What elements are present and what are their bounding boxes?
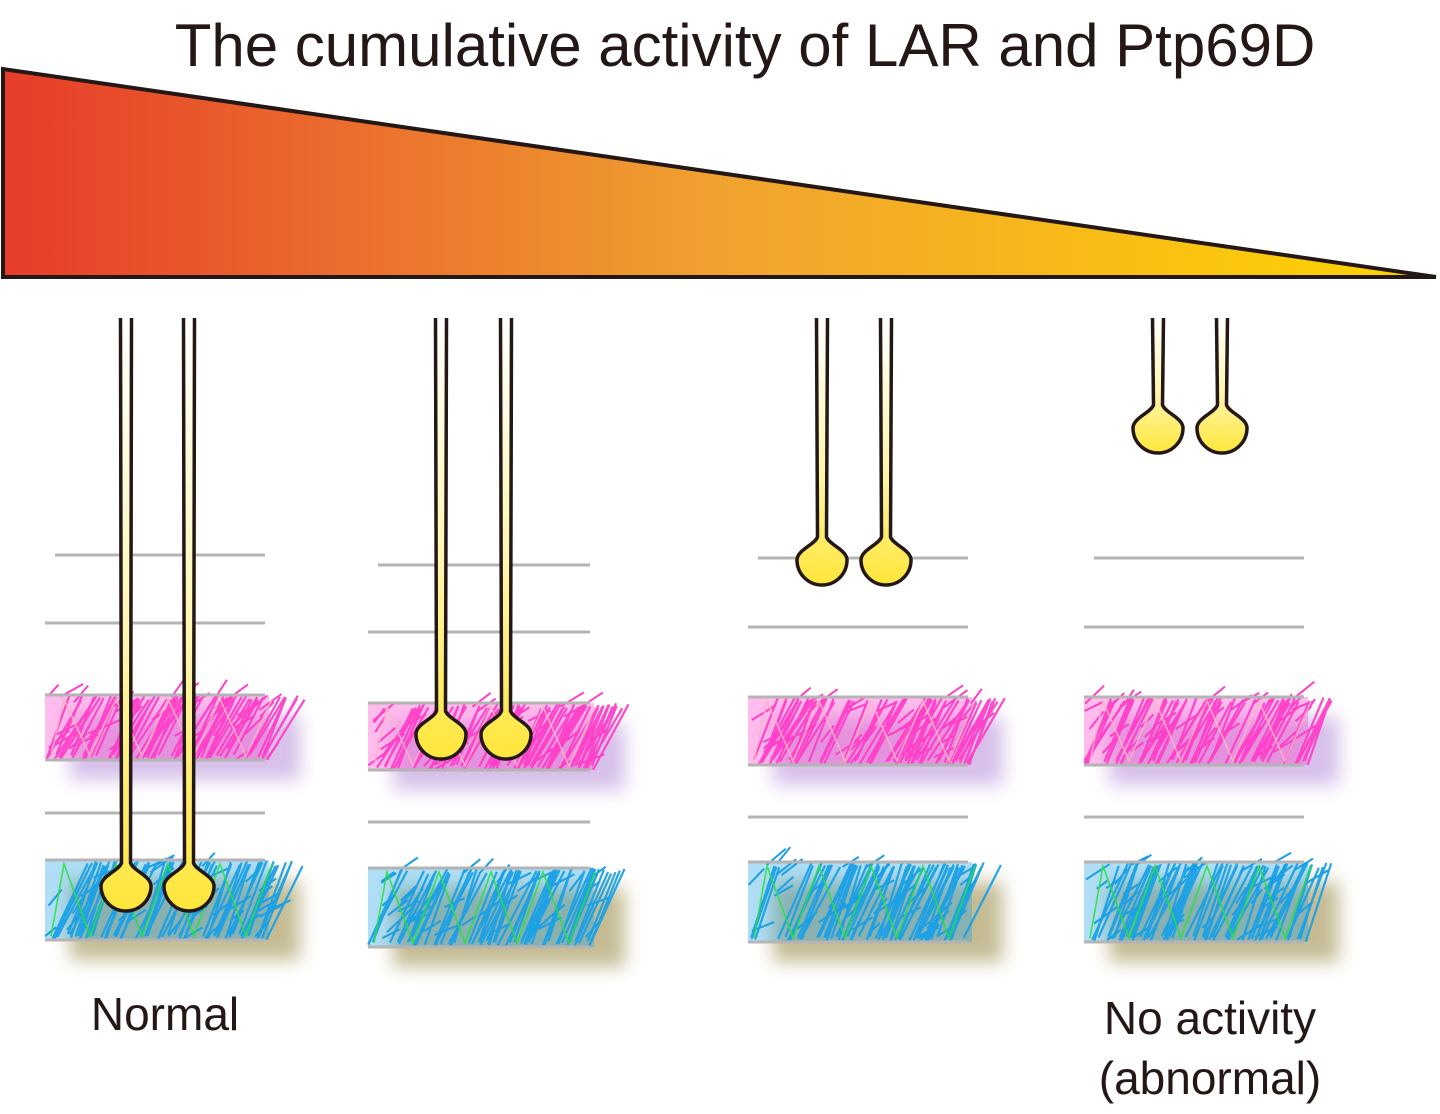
m6-layer xyxy=(1084,851,1333,944)
panel-reduced xyxy=(367,317,630,967)
m3-layer xyxy=(45,678,306,762)
axon-right xyxy=(1195,317,1249,455)
axon-left xyxy=(414,317,468,761)
panels xyxy=(44,317,1339,967)
axon-left xyxy=(1131,317,1185,455)
axon-right xyxy=(162,317,216,913)
label-abnormal: (abnormal) xyxy=(1099,1052,1321,1104)
axon-right xyxy=(859,317,913,587)
m3-layer xyxy=(748,684,1006,767)
label-normal: Normal xyxy=(91,988,239,1040)
activity-gradient-wedge xyxy=(1,66,1437,279)
axon-left xyxy=(795,317,849,587)
panel-low xyxy=(747,317,1006,962)
diagram-title: The cumulative activity of LAR and Ptp69… xyxy=(175,12,1316,79)
m6-layer xyxy=(367,856,626,949)
label-no-activity: No activity xyxy=(1104,992,1316,1044)
panel-none xyxy=(1083,317,1339,962)
m6-layer xyxy=(747,846,1002,944)
axon-left xyxy=(99,317,153,913)
panel-normal xyxy=(44,317,306,960)
axon-right xyxy=(479,317,533,761)
m3-layer xyxy=(1083,680,1333,767)
